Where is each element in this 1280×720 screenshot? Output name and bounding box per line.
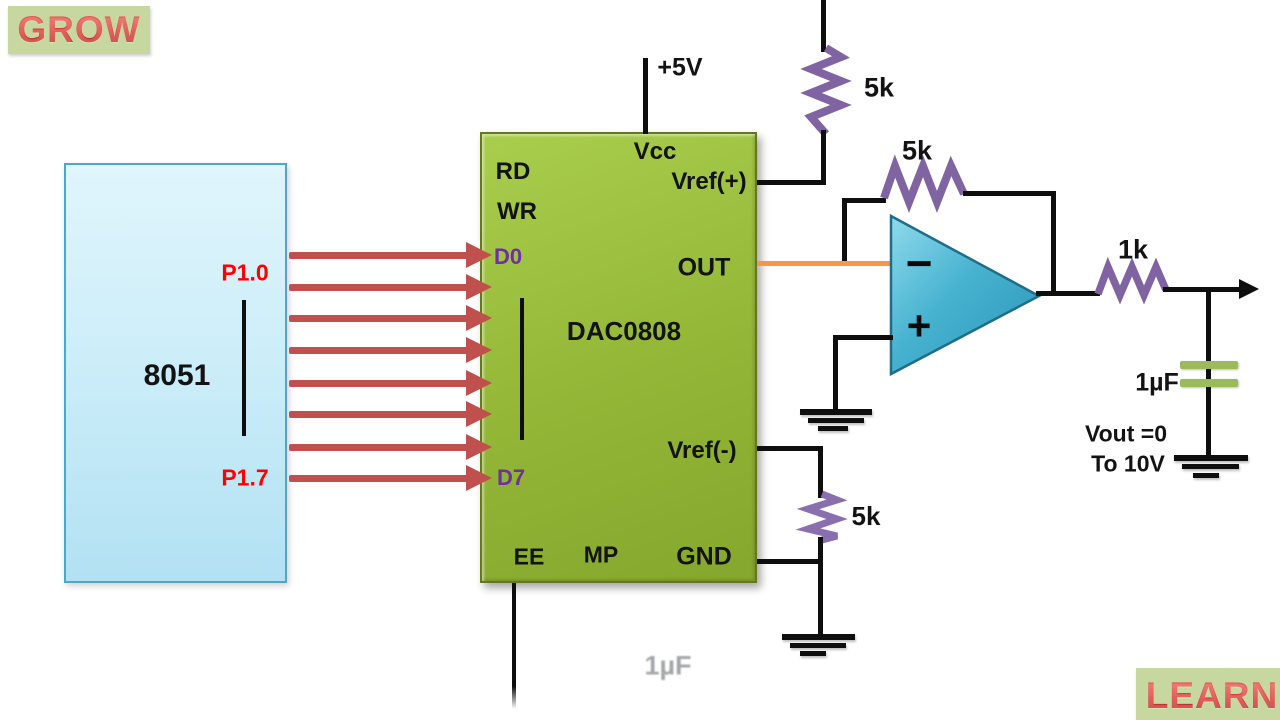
mcu-pin-p1-0: P1.0 xyxy=(221,259,269,286)
mcu-8051-box xyxy=(64,163,287,583)
learn-watermark-text: LEARN xyxy=(1145,675,1279,716)
resistor-vref-minus-5k xyxy=(795,490,848,544)
vref-plus-bottom-wire xyxy=(821,130,826,185)
feedback-right-horizontal-wire xyxy=(963,191,1056,196)
vout-wire xyxy=(1163,287,1243,292)
vref-minus-vertical-wire xyxy=(818,446,823,498)
capacitor-plate xyxy=(1180,379,1238,387)
gnd-pin-wire xyxy=(757,559,821,564)
dac-pin-d0: D0 xyxy=(493,244,523,269)
vref-plus-top-wire xyxy=(821,0,826,52)
output-cap-wire xyxy=(1206,289,1211,458)
feedback-left-horizontal-wire xyxy=(842,198,886,203)
vref-minus-ground-wire xyxy=(818,537,823,637)
arrow-head-icon xyxy=(466,242,492,268)
ground-symbol-bar xyxy=(800,409,872,415)
dac-pin-ee: EE xyxy=(513,543,545,570)
opamp-noninverting-input-symbol: + xyxy=(906,302,932,349)
dac-pin-vref-minus: Vref(-) xyxy=(667,437,737,464)
vref-plus-pin-wire xyxy=(757,180,826,185)
arrow-shaft xyxy=(289,475,469,482)
ground-symbol-bar xyxy=(782,634,855,640)
arrow-head-icon xyxy=(466,370,492,396)
arrow-shaft xyxy=(289,284,469,291)
ground-symbol-bar xyxy=(790,643,846,648)
resistor-top-5k xyxy=(800,44,852,137)
arrow-head-icon xyxy=(466,305,492,331)
data-bus-arrow xyxy=(289,337,492,363)
comp-capacitor-label: 1µF xyxy=(644,650,692,681)
arrow-shaft xyxy=(289,380,469,387)
arrow-head-icon xyxy=(466,401,492,427)
arrow-shaft xyxy=(289,315,469,322)
arrow-head-icon xyxy=(466,465,492,491)
resistor-output-1k xyxy=(1094,256,1170,305)
resistor-vref-minus-5k-label: 5k xyxy=(851,501,881,531)
arrow-shaft xyxy=(289,411,469,418)
dac-pin-vcc: Vcc xyxy=(633,138,677,165)
dac-pin-rd: RD xyxy=(495,158,531,185)
output-capacitor-label: 1µF xyxy=(1135,368,1179,397)
arrow-shaft xyxy=(289,444,469,451)
ground-symbol-bar xyxy=(808,418,864,423)
feedback-left-vertical-wire xyxy=(842,198,847,266)
capacitor-plate xyxy=(1180,361,1238,369)
arrow-head-icon xyxy=(466,337,492,363)
mcu-title: 8051 xyxy=(143,359,211,392)
dac-pin-gnd: GND xyxy=(676,542,732,571)
ground-symbol-bar xyxy=(1182,464,1239,469)
arrow-shaft xyxy=(289,252,469,259)
vout-arrow-head-icon xyxy=(1239,279,1259,299)
ground-symbol-bar xyxy=(1193,473,1219,478)
dac-pin-mp: MP xyxy=(583,541,619,568)
data-bus-arrow xyxy=(289,401,492,427)
dac-pin-d7: D7 xyxy=(496,465,526,490)
dac-pin-vref-plus: Vref(+) xyxy=(671,168,747,195)
resistor-output-1k-label: 1k xyxy=(1117,234,1149,265)
dac-out-wire xyxy=(757,261,893,266)
opamp-inverting-input-symbol: − xyxy=(905,237,933,289)
feedback-right-vertical-wire xyxy=(1051,191,1056,295)
resistor-feedback-5k-label: 5k xyxy=(901,135,933,166)
ground-symbol-bar xyxy=(818,426,848,431)
supply-label: +5V xyxy=(657,53,703,82)
dac-pin-out: OUT xyxy=(677,253,731,282)
data-bus-arrow xyxy=(289,274,492,300)
ground-symbol-bar xyxy=(1174,455,1248,461)
mcu-pin-p1-7: P1.7 xyxy=(221,464,269,491)
arrow-head-icon xyxy=(466,434,492,460)
comp-pin-wire xyxy=(512,583,516,709)
data-bus-arrow xyxy=(289,434,492,460)
vout-note-line2: To 10V xyxy=(1091,450,1165,477)
mcu-port-range-line xyxy=(242,300,246,436)
dac-data-range-line xyxy=(520,298,524,440)
grow-watermark: GROW xyxy=(8,6,150,54)
dac0808-box xyxy=(480,132,757,583)
data-bus-arrow xyxy=(289,370,492,396)
resistor-feedback-5k xyxy=(880,154,968,214)
opamp-output-wire xyxy=(1036,291,1100,296)
learn-watermark: LEARN xyxy=(1136,668,1280,720)
arrow-shaft xyxy=(289,347,469,354)
vref-minus-pin-wire xyxy=(757,446,823,451)
grow-watermark-text: GROW xyxy=(17,9,141,50)
dac-pin-wr: WR xyxy=(497,198,537,225)
noninverting-input-wire xyxy=(833,335,893,340)
resistor-top-5k-label: 5k xyxy=(863,72,895,103)
dac-title: DAC0808 xyxy=(566,316,682,346)
vout-note-line1: Vout =0 xyxy=(1084,420,1168,447)
data-bus-arrow xyxy=(289,305,492,331)
data-bus-arrow xyxy=(289,242,492,268)
arrow-head-icon xyxy=(466,274,492,300)
opamp-triangle xyxy=(889,213,1042,377)
noninverting-ground-wire xyxy=(833,335,838,412)
data-bus-arrow xyxy=(289,465,492,491)
vcc-supply-wire xyxy=(643,58,648,134)
ground-symbol-bar xyxy=(800,651,826,656)
